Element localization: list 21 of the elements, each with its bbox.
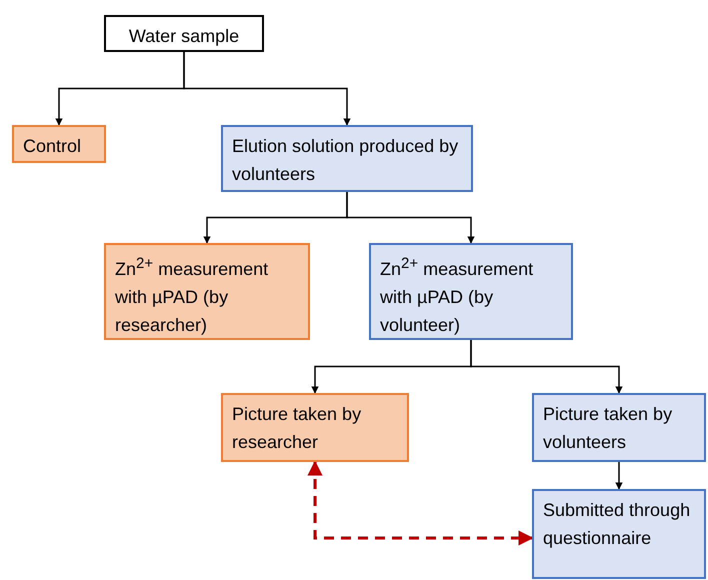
process-box [532, 393, 706, 462]
box-label: Picture taken by volunteers [543, 403, 674, 454]
box-label: Zn$^{2+}$ measurement with µPAD (by volunteer) [380, 254, 534, 337]
arrow [615, 462, 623, 490]
dashed-arrow [308, 460, 534, 546]
box-label: Elution solution produced by volunteers [232, 135, 460, 186]
process-box [369, 243, 573, 340]
box-label: Control [23, 135, 82, 158]
process-box [104, 243, 310, 340]
process-box [221, 393, 409, 462]
process-box [12, 125, 106, 163]
box-label: Picture taken by researcher [232, 403, 362, 454]
arrow [346, 192, 475, 244]
box-label: Water sample [128, 25, 240, 48]
box-label: Submitted through questionnaire [543, 499, 692, 550]
arrow [470, 340, 623, 394]
process-box [104, 15, 264, 52]
box-label: Zn$^{2+}$ measurement with µPAD (by researcher) [115, 254, 270, 337]
process-box [532, 489, 706, 579]
process-box [221, 125, 473, 192]
arrow [183, 52, 351, 126]
